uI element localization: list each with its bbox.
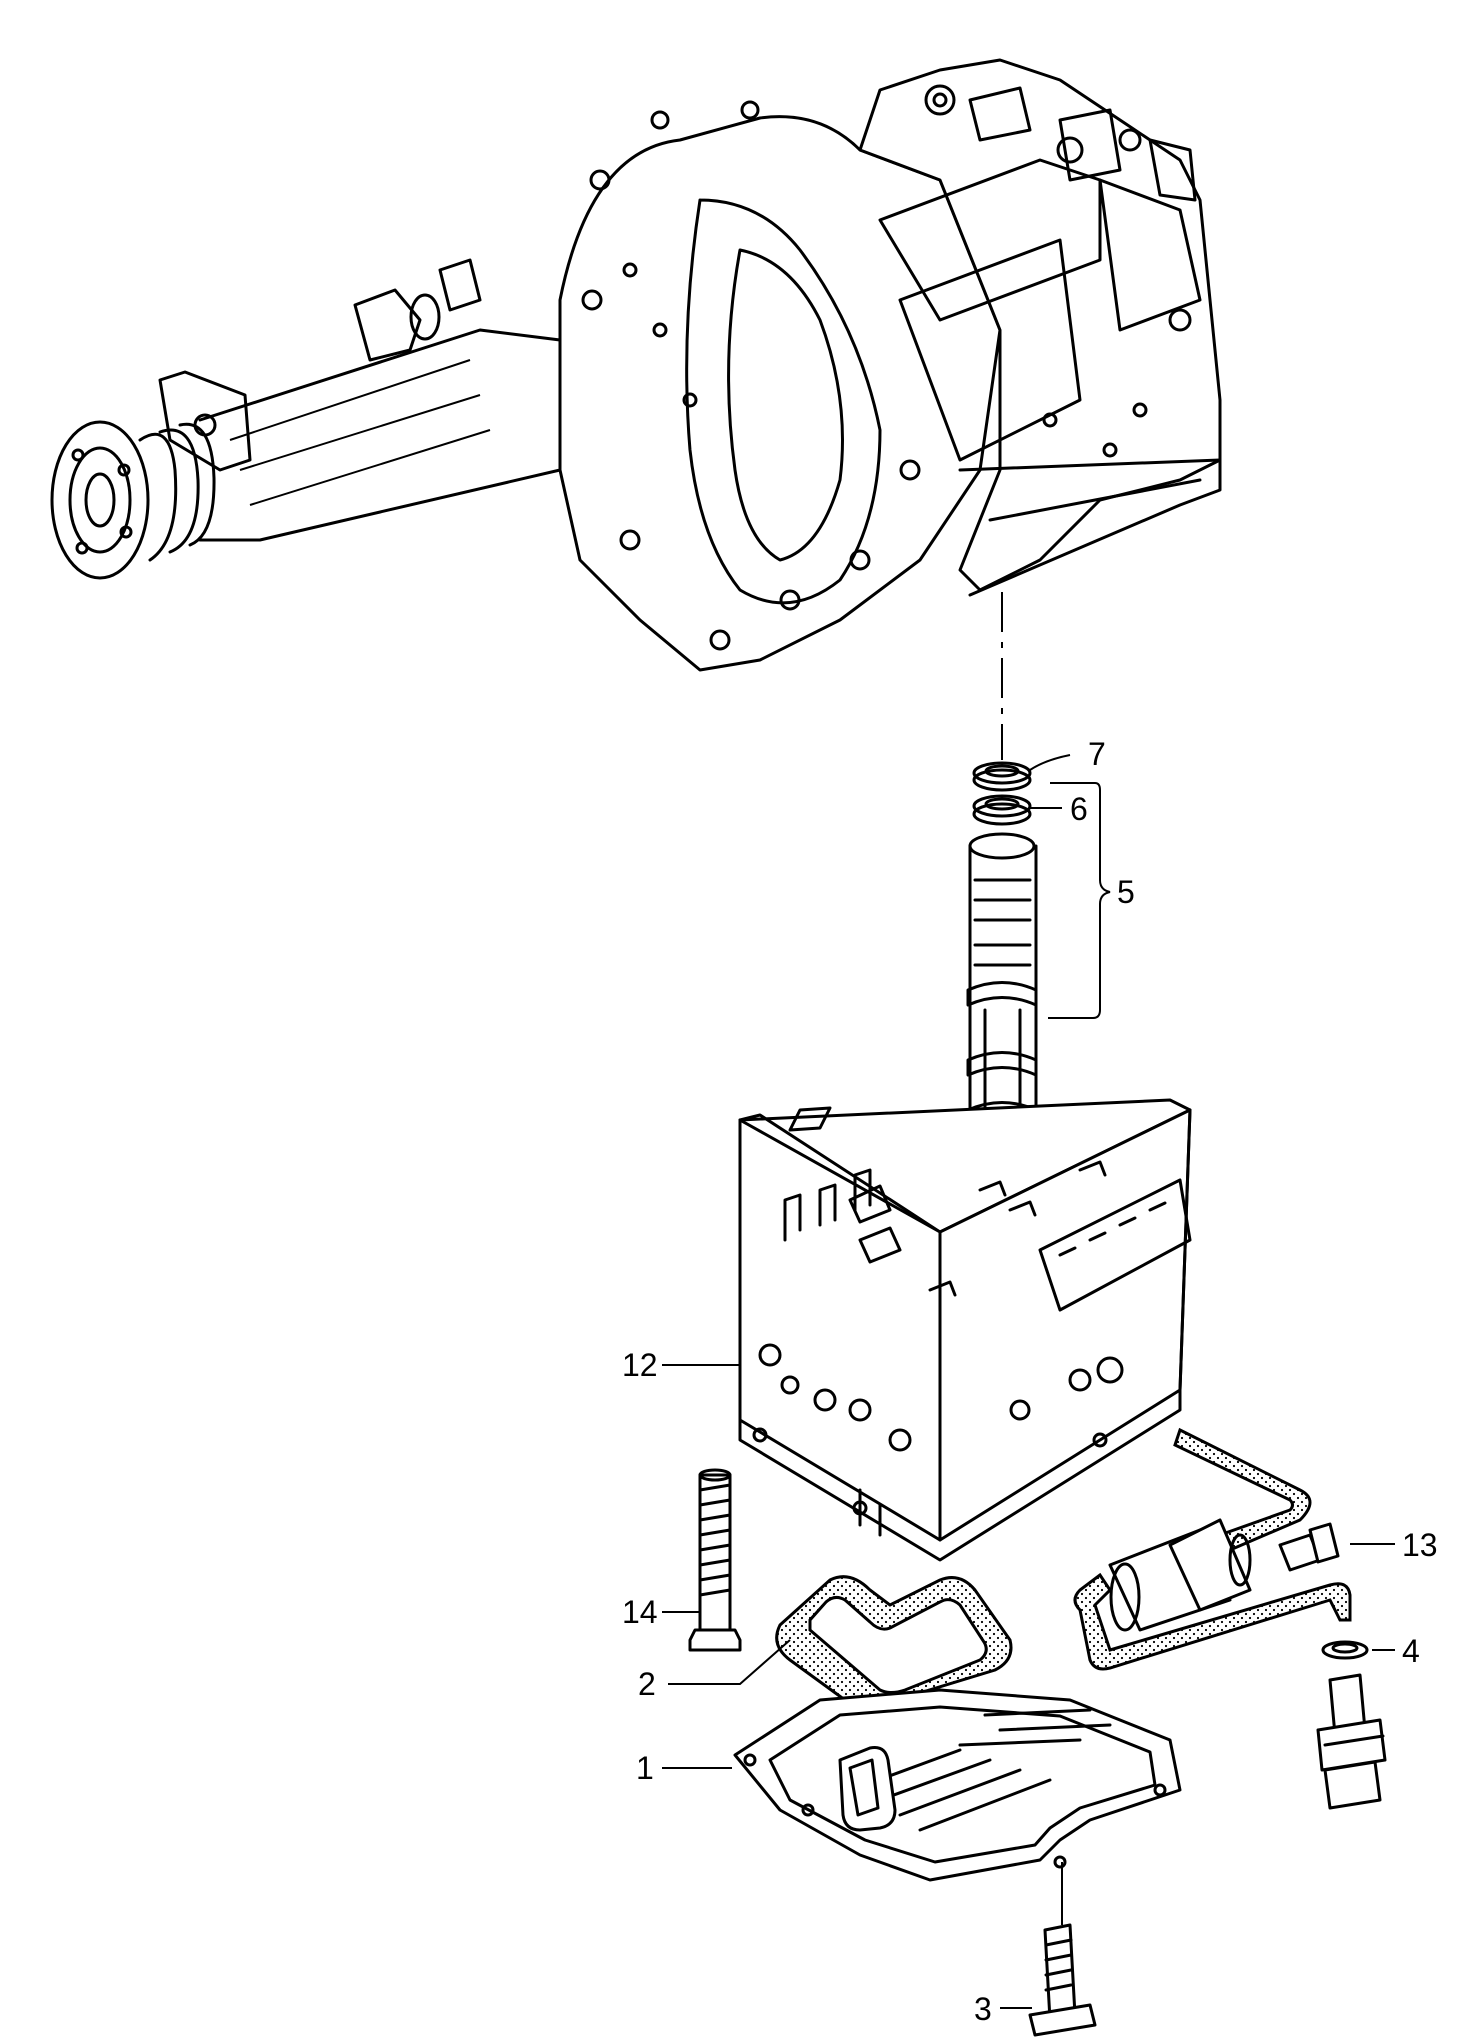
callout-13: 13 [1402,1527,1438,1563]
callout-3: 3 [974,1991,992,2027]
callout-1: 1 [636,1750,654,1786]
bracket-5 [1048,782,1111,1019]
leader-7 [1029,754,1071,771]
seal-ring-7-drawing [972,761,1032,792]
callout-6: 6 [1070,791,1088,827]
callout-5: 5 [1117,874,1135,910]
transmission-housing-drawing [50,58,1222,672]
temperature-sender-drawing [1316,1673,1387,1810]
o-ring-4-drawing [1321,1640,1369,1660]
gasket-2-drawing [775,1575,1013,1709]
oil-pan-1-drawing [733,1688,1182,1882]
callout-7: 7 [1088,736,1106,772]
callout-4: 4 [1402,1633,1420,1669]
wiring-harness-drawing [1073,1427,1352,1671]
drain-bolt-3-drawing [1028,1923,1097,2037]
seal-ring-6-drawing [972,794,1032,826]
callout-2: 2 [638,1666,656,1702]
valve-body-12-drawing [738,1098,1192,1562]
bolt-14-drawing [688,1468,742,1652]
callout-14: 14 [622,1594,658,1630]
leader-2 [668,1639,791,1685]
callout-12: 12 [622,1347,658,1383]
